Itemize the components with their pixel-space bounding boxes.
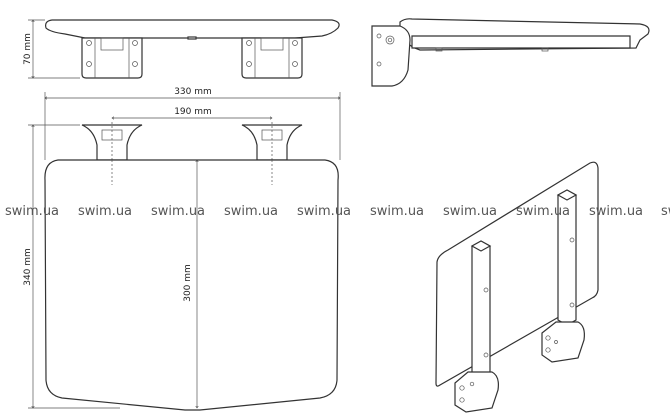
bracket-left bbox=[81, 37, 143, 79]
watermark: swim.ua bbox=[224, 204, 278, 219]
watermark: swim.ua bbox=[78, 204, 132, 219]
watermark: swim.ua bbox=[589, 204, 643, 219]
top-view: 70 mm bbox=[23, 19, 340, 79]
watermark-row: swim.ua swim.ua swim.ua swim.ua swim.ua … bbox=[5, 204, 670, 219]
side-view bbox=[371, 18, 650, 87]
watermark: swim.ua bbox=[516, 204, 570, 219]
dim-340: 340 mm bbox=[23, 248, 33, 286]
isometric-view bbox=[435, 161, 599, 413]
dim-70: 70 mm bbox=[23, 33, 33, 65]
watermark: swim.ua bbox=[443, 204, 497, 219]
dim-330: 330 mm bbox=[174, 87, 212, 97]
watermark: sw bbox=[661, 204, 670, 219]
bracket-right bbox=[241, 37, 303, 79]
watermark: swim.ua bbox=[297, 204, 351, 219]
watermark: swim.ua bbox=[5, 204, 59, 219]
watermark: swim.ua bbox=[151, 204, 205, 219]
watermark: swim.ua bbox=[370, 204, 424, 219]
dim-190: 190 mm bbox=[174, 107, 212, 117]
dim-300: 300 mm bbox=[183, 264, 193, 302]
front-view: 340 mm 300 mm bbox=[23, 122, 339, 411]
